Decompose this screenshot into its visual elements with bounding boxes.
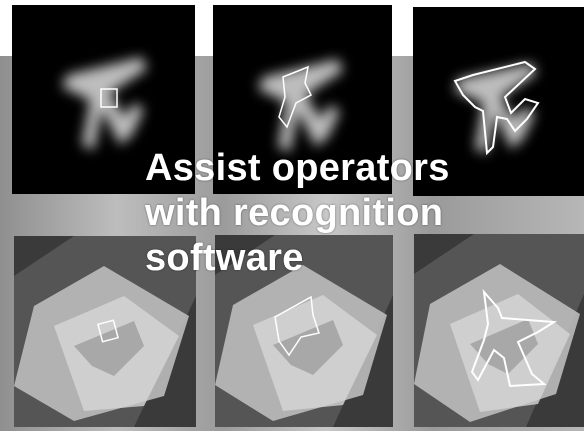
blurred-airplane-shape <box>62 57 147 150</box>
segmentation-image-initial <box>12 5 195 194</box>
segmentation-panel-final <box>413 7 584 196</box>
caption-line-3: software <box>145 237 304 279</box>
segmentation-panel-initial <box>12 5 195 194</box>
caption-line-1: Assist operators <box>145 147 450 189</box>
blurred-airplane-shape <box>258 59 343 152</box>
growing-contour <box>274 295 320 357</box>
aerial-photo-final <box>414 234 584 427</box>
photo-panel-initial <box>14 236 196 427</box>
final-contour <box>470 288 558 388</box>
segmentation-image-final <box>413 7 584 196</box>
aerial-photo-growing <box>215 235 393 427</box>
slide-caption: Assist operators with recognition softwa… <box>145 146 485 281</box>
final-contour <box>453 60 540 156</box>
initial-seed-box <box>100 88 118 108</box>
initial-seed-box <box>97 319 119 343</box>
segmentation-image-growing <box>213 5 392 194</box>
segmentation-panel-growing <box>213 5 392 194</box>
aerial-photo-initial <box>14 236 196 427</box>
caption-line-2: with recognition <box>145 192 444 234</box>
photo-panel-final <box>414 234 584 427</box>
growing-contour <box>278 65 312 129</box>
photo-panel-growing <box>215 235 393 427</box>
